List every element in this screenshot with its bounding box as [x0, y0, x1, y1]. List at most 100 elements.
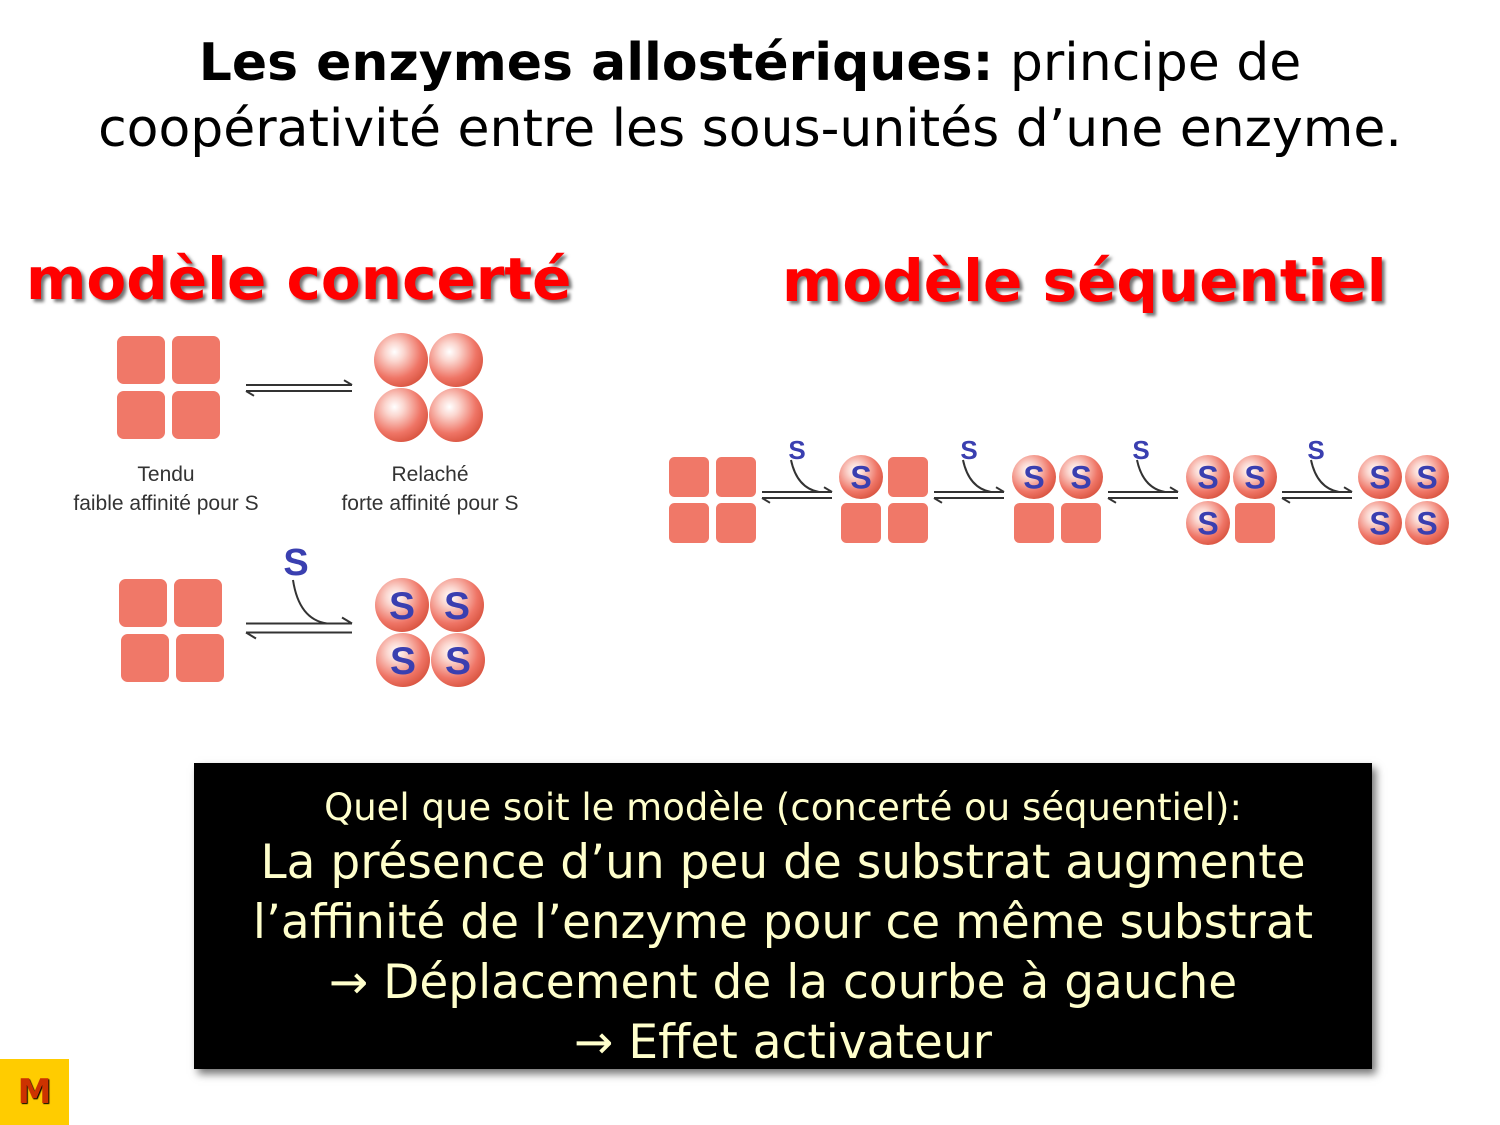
subunit-square [1061, 503, 1101, 543]
bound-substrate-letter: S [390, 640, 416, 683]
subunit: S [375, 578, 429, 632]
seq-tetramer-2: S S [1012, 455, 1103, 543]
substrate-binding-curve [1136, 459, 1166, 493]
subunit-sphere [430, 578, 484, 632]
subunit-square [841, 503, 881, 543]
subunit [374, 333, 428, 387]
subunit-square [716, 503, 756, 543]
reverse-head [245, 390, 255, 397]
binding-arrow [933, 459, 1005, 504]
seq-tetramer-0 [669, 457, 756, 543]
bound-substrate-letter: S [1369, 460, 1390, 496]
subunit-square [176, 634, 224, 682]
seq-tetramer-4: S S S S [1358, 455, 1449, 545]
subunit [888, 503, 928, 543]
subunit: S [376, 633, 430, 687]
subunit-sphere [376, 633, 430, 687]
allosteric-diagram: Tendu faible affinité pour S Relaché for… [73, 333, 1449, 687]
subunit [669, 457, 709, 497]
subunit [176, 634, 224, 682]
substrate-binding-curve [790, 459, 820, 493]
reverse-head [933, 497, 943, 504]
forward-head [1169, 486, 1179, 493]
title-rest: principe de [993, 33, 1302, 93]
subunit-sphere [429, 333, 483, 387]
subunit-square [117, 391, 165, 439]
bound-substrate-letter: S [1416, 506, 1437, 542]
subunit-square [716, 457, 756, 497]
subunit-sphere [1358, 501, 1402, 545]
tense-affinity-label: faible affinité pour S [73, 492, 258, 515]
subunit-square [888, 457, 928, 497]
binding-arrow [245, 579, 353, 640]
summary-line-4: → Déplacement de la courbe à gauche [328, 955, 1238, 1010]
concerted-relaxed-tetramer [374, 333, 483, 442]
subunit [888, 457, 928, 497]
subunit: S [1358, 501, 1402, 545]
tense-state-label: Tendu [137, 463, 194, 486]
reverse-head [1281, 497, 1291, 504]
subunit-sphere [375, 578, 429, 632]
seq-tetramer-3: S S S [1186, 455, 1277, 545]
subunit [1061, 503, 1101, 543]
subunit: S [1233, 455, 1277, 499]
bound-substrate-letter: S [1197, 506, 1218, 542]
subunit [841, 503, 881, 543]
subunit-square [174, 579, 222, 627]
relaxed-state-label: Relaché [391, 463, 468, 486]
subunit-square [888, 503, 928, 543]
concerted-tense-tetramer [117, 336, 220, 439]
subunit-sphere [1059, 455, 1103, 499]
subunit-sphere [1358, 455, 1402, 499]
subunit-sphere [1186, 501, 1230, 545]
title-bold: Les enzymes allostériques: [198, 33, 994, 93]
summary-line-1: Quel que soit le modèle (concerté ou séq… [324, 786, 1242, 829]
subunit-sphere [431, 633, 485, 687]
bound-substrate-letter: S [444, 585, 470, 628]
subunit [121, 634, 169, 682]
subunit: S [1405, 455, 1449, 499]
subunit-sphere [429, 388, 483, 442]
subunit: S [1358, 455, 1402, 499]
subunit: S [1186, 501, 1230, 545]
summary-box: Quel que soit le modèle (concerté ou séq… [194, 763, 1372, 1070]
relaxed-affinity-label: forte affinité pour S [341, 492, 518, 515]
subunit-sphere [1405, 501, 1449, 545]
summary-line-3: l’affinité de l’enzyme pour ce même subs… [252, 895, 1314, 950]
subunit [716, 457, 756, 497]
subunit [429, 388, 483, 442]
subunit [117, 391, 165, 439]
subunit [174, 579, 222, 627]
summary-line-5: → Effet activateur [574, 1015, 992, 1070]
bound-substrate-letter: S [1369, 506, 1390, 542]
subunit [117, 336, 165, 384]
subunit-sphere [1186, 455, 1230, 499]
concerted-bound-tetramer: S S S S [375, 578, 485, 687]
title-line2: coopérativité entre les sous-unités d’un… [98, 99, 1402, 159]
substrate-binding-curve [962, 459, 992, 493]
reverse-head [245, 631, 257, 640]
subunit-square [172, 336, 220, 384]
subunit: S [839, 455, 883, 499]
subunit-sphere [374, 388, 428, 442]
bound-substrate-letter: S [1023, 460, 1044, 496]
reverse-head [761, 497, 771, 504]
subunit [374, 388, 428, 442]
substrate-binding-curve [1310, 459, 1340, 493]
subunit: S [1059, 455, 1103, 499]
bound-substrate-letter: S [445, 640, 471, 683]
substrate-binding-curve [292, 579, 328, 625]
bound-substrate-letter: S [389, 585, 415, 628]
subunit [119, 579, 167, 627]
sequential-model-heading: modèle séquentiel [782, 247, 1387, 315]
forward-head [343, 379, 353, 386]
seq-substrate-label-3: S [1132, 435, 1149, 465]
subunit [1235, 503, 1275, 543]
slide-title: Les enzymes allostériques: principe de c… [0, 30, 1500, 162]
forward-head [341, 616, 353, 625]
binding-arrow [761, 459, 833, 504]
subunit [172, 336, 220, 384]
subunit-square [117, 336, 165, 384]
subunit-sphere [1012, 455, 1056, 499]
bound-substrate-letter: S [1197, 460, 1218, 496]
